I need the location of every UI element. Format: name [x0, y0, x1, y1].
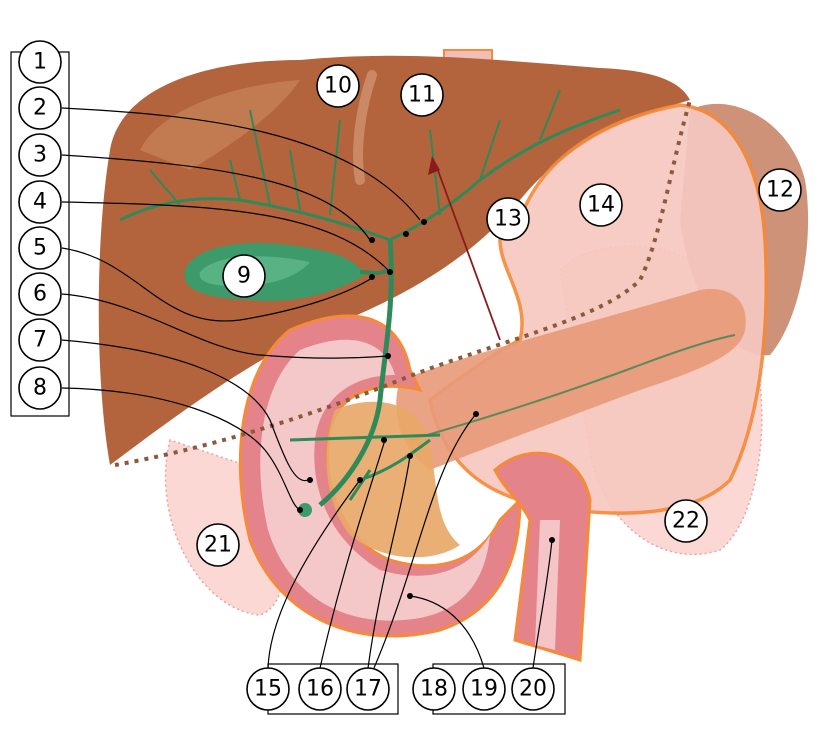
leader-6 — [61, 293, 389, 359]
pancreatic-ducts-head — [289, 433, 441, 501]
leader-8 — [61, 387, 301, 511]
hepatic-duct-right — [119, 197, 391, 242]
liver — [98, 55, 690, 466]
label-2-text: 2 — [33, 96, 47, 121]
label-20-text: 20 — [519, 677, 547, 702]
label-6: 6 — [18, 272, 62, 316]
label-5-text: 5 — [33, 236, 47, 261]
label-14: 14 — [579, 183, 623, 227]
label-12-text: 12 — [766, 178, 794, 203]
label-14-text: 14 — [587, 193, 615, 218]
leader-17b — [373, 413, 477, 669]
leader-3 — [61, 154, 371, 241]
label-6-text: 6 — [33, 282, 47, 307]
label-16: 16 — [298, 667, 342, 711]
label-21: 21 — [196, 523, 240, 567]
label-13-text: 13 — [494, 207, 522, 232]
label-22-text: 22 — [672, 509, 700, 534]
dot-3 — [369, 237, 375, 243]
leader-5 — [61, 247, 373, 322]
label-7-text: 7 — [33, 328, 47, 353]
label-11-text: 11 — [408, 83, 436, 108]
pancreas-body — [396, 289, 746, 470]
label-8: 8 — [18, 366, 62, 410]
dot-16 — [381, 437, 387, 443]
leader-17 — [367, 455, 411, 669]
label-1: 1 — [18, 40, 62, 84]
label-18: 18 — [412, 667, 456, 711]
dot-19 — [407, 593, 413, 599]
leader-19 — [409, 595, 485, 669]
leader-7 — [61, 339, 309, 482]
dot-5 — [369, 274, 375, 280]
liver-ligament — [353, 70, 377, 185]
label-19: 19 — [462, 667, 506, 711]
dot-4 — [387, 269, 393, 275]
label-9: 9 — [222, 254, 266, 298]
leader-20 — [532, 539, 553, 669]
dot-15 — [357, 477, 363, 483]
dot-17b — [473, 411, 479, 417]
label-3: 3 — [18, 133, 62, 177]
pancreatic-duct — [409, 334, 736, 441]
label-3-text: 3 — [33, 143, 47, 168]
label-8-text: 8 — [33, 376, 47, 401]
dot-6 — [385, 353, 391, 359]
leader-15 — [267, 479, 361, 669]
common-bile-duct — [318, 239, 394, 507]
label-13: 13 — [486, 197, 530, 241]
label-19-text: 19 — [470, 677, 498, 702]
label-9-text: 9 — [237, 264, 251, 289]
dot-2 — [421, 219, 427, 225]
label-4-text: 4 — [33, 190, 47, 215]
dot-17 — [407, 453, 413, 459]
label-22: 22 — [664, 499, 708, 543]
label-15-text: 15 — [254, 677, 282, 702]
label-2: 2 — [18, 86, 62, 130]
label-10-text: 10 — [324, 74, 352, 99]
label-4: 4 — [18, 180, 62, 224]
label-21-text: 21 — [204, 533, 232, 558]
dot-7 — [307, 477, 313, 483]
leader-4 — [61, 201, 391, 273]
label-10: 10 — [316, 64, 360, 108]
label-17: 17 — [346, 667, 390, 711]
label-17-text: 17 — [354, 677, 382, 702]
arrow-head — [428, 156, 440, 175]
label-12: 12 — [758, 168, 802, 212]
label-20: 20 — [511, 667, 555, 711]
label-16-text: 16 — [306, 677, 334, 702]
cystic-duct — [359, 268, 390, 275]
label-7: 7 — [18, 318, 62, 362]
dot-20 — [549, 537, 555, 543]
arrow-line — [435, 164, 501, 341]
label-11: 11 — [400, 73, 444, 117]
label-1-text: 1 — [33, 50, 47, 75]
leader-16 — [319, 439, 386, 669]
label-15: 15 — [246, 667, 290, 711]
label-5: 5 — [18, 226, 62, 270]
liver-highlight — [140, 80, 300, 170]
hepatic-branches — [149, 89, 561, 216]
dot-3b — [403, 231, 409, 237]
label-18-text: 18 — [420, 677, 448, 702]
ampulla — [298, 503, 312, 517]
dot-8 — [297, 507, 303, 513]
leader-2 — [61, 107, 421, 221]
